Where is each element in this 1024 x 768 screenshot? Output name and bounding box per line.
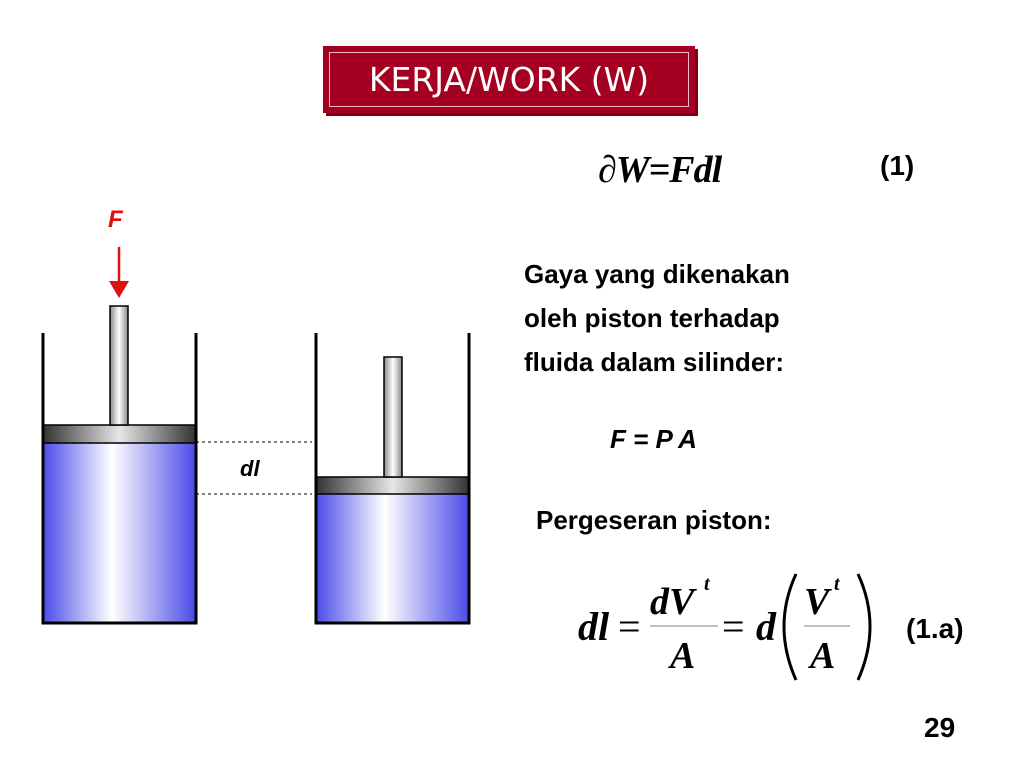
eq2-den2: A	[808, 635, 835, 677]
eq2-right-paren	[856, 573, 872, 681]
work-equation: ∂W=Fdl	[598, 149, 722, 191]
right-piston-plate	[315, 476, 470, 495]
right-cylinder-wall	[314, 333, 471, 625]
description-line-3: fluida dalam silinder:	[524, 347, 785, 377]
right-piston-rod	[383, 356, 403, 478]
equation-number-1: (1)	[880, 150, 915, 181]
eq2-sup2: t	[834, 573, 841, 595]
eq2-den1: A	[668, 635, 695, 677]
right-fluid	[316, 494, 469, 623]
piston-diagram: F dl	[41, 206, 471, 625]
title-banner: KERJA/WORK (W)	[323, 46, 695, 113]
force-pressure-equation: F = P A	[610, 424, 697, 454]
displacement-label: dl	[240, 456, 260, 481]
force-arrow-head	[109, 281, 129, 298]
eq2-d: d	[756, 604, 777, 649]
displacement-heading: Pergeseran piston:	[536, 505, 772, 535]
left-piston-rod	[109, 305, 129, 426]
description-line-1: Gaya yang dikenakan	[524, 259, 790, 289]
eq2-num1: dV	[650, 581, 697, 623]
displacement-equation: dl = dV t A = d V t A	[578, 573, 872, 681]
eq2-left-paren	[782, 573, 798, 681]
equation-number-1a: (1.a)	[906, 613, 964, 644]
eq2-lhs: dl	[578, 604, 610, 649]
force-label: F	[108, 206, 124, 233]
force-description: Gaya yang dikenakan oleh piston terhadap…	[524, 252, 884, 384]
eq2-sup1: t	[704, 573, 711, 595]
page-title: KERJA/WORK (W)	[368, 60, 650, 99]
left-cylinder-wall	[41, 333, 198, 625]
eq2-equals-2: =	[722, 604, 745, 649]
left-fluid	[43, 443, 196, 623]
description-line-2: oleh piston terhadap	[524, 303, 780, 333]
title-frame: KERJA/WORK (W)	[329, 52, 689, 107]
page-number: 29	[924, 712, 956, 743]
left-piston-plate	[42, 424, 197, 444]
eq2-num2: V	[804, 581, 832, 623]
eq2-equals-1: =	[618, 604, 641, 649]
